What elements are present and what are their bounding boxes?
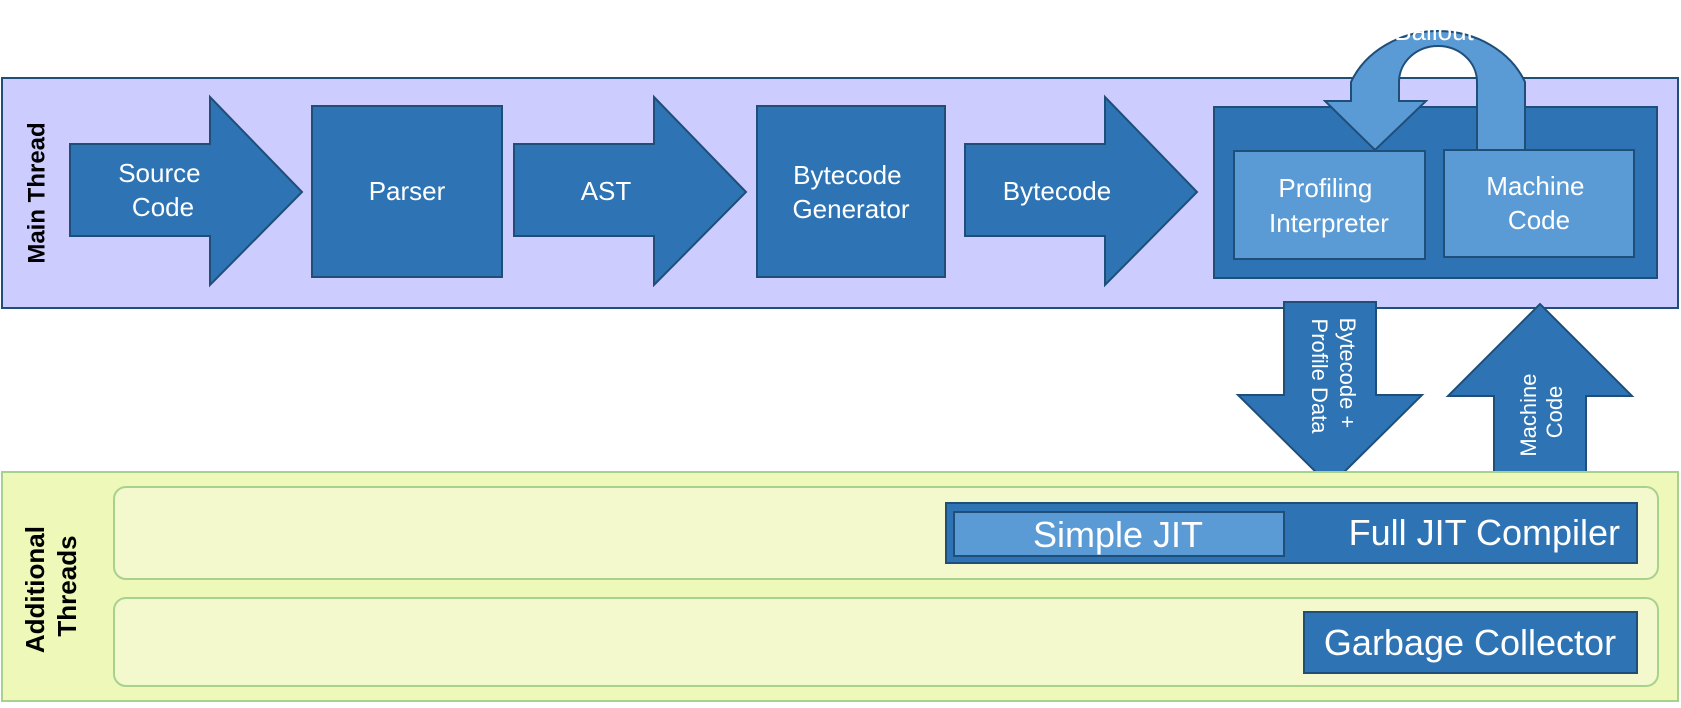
parser-box <box>311 105 503 278</box>
machine-code-return-label: Machine Code <box>1516 367 1567 456</box>
simple-jit-box <box>953 511 1285 557</box>
bytecode-generator-label: Bytecode Generator <box>792 160 909 224</box>
source-code-arrow <box>69 94 304 288</box>
profiling-interpreter-box <box>1233 150 1426 260</box>
gc-thread-lane <box>113 597 1659 687</box>
machine-code-label: Machine Code <box>1486 171 1592 235</box>
machine-code-box <box>1443 149 1635 258</box>
ast-arrow <box>513 94 748 288</box>
bytecode-generator-box <box>756 105 946 278</box>
parser-label: Parser <box>369 176 446 206</box>
simple-jit-label: Simple JIT <box>1033 514 1203 555</box>
garbage-collector-label: Garbage Collector <box>1324 622 1616 663</box>
bytecode-profile-data-label: Bytecode + Profile Data <box>1307 318 1360 435</box>
bailout-loop <box>1322 30 1526 152</box>
source-code-label: Source Code <box>118 158 208 222</box>
bytecode-profile-data-arrow <box>1235 301 1425 488</box>
additional-threads-label: Additional Threads <box>20 519 82 653</box>
full-jit-compiler-label: Full JIT Compiler <box>1349 512 1620 553</box>
main-thread-label: Main Thread <box>23 122 50 263</box>
bailout-label: Bailout <box>1394 16 1474 46</box>
ast-label: AST <box>581 176 632 206</box>
bytecode-label: Bytecode <box>1003 176 1111 206</box>
garbage-collector-box <box>1303 611 1638 674</box>
bytecode-arrow <box>964 94 1199 288</box>
profiling-interpreter-label: Profiling Interpreter <box>1269 173 1389 238</box>
